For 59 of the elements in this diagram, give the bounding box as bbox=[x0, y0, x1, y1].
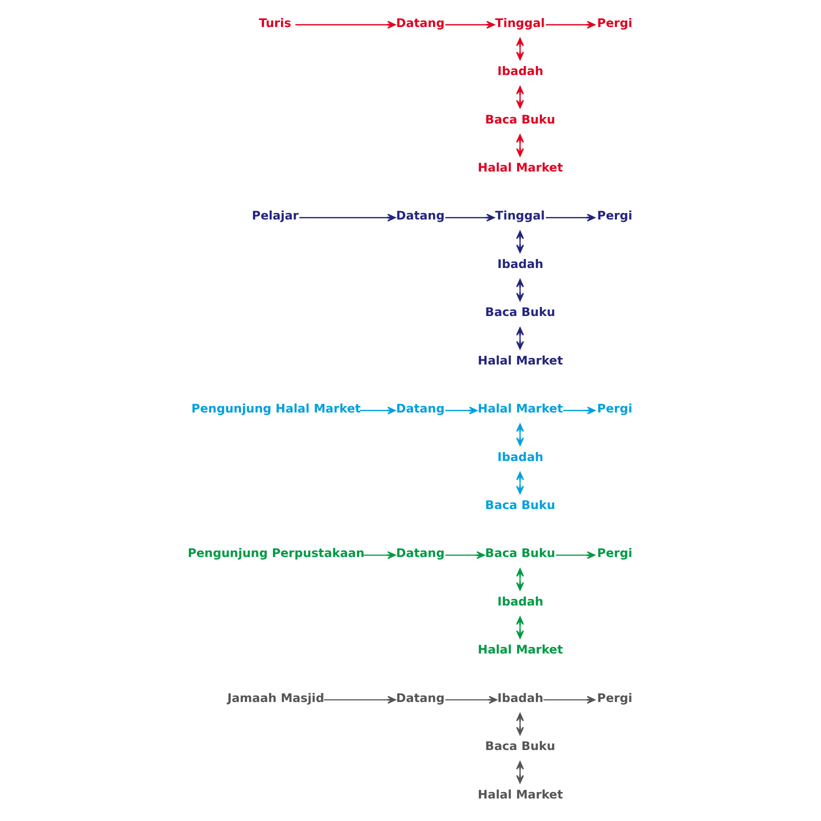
arrow bbox=[516, 424, 524, 446]
node-text: Baca Buku bbox=[484, 112, 555, 126]
arrow bbox=[444, 214, 494, 222]
arrow bbox=[516, 616, 524, 639]
arrow bbox=[516, 230, 524, 254]
arrow bbox=[516, 86, 524, 108]
arrow bbox=[444, 20, 494, 29]
node-text: Datang bbox=[396, 208, 444, 223]
arrow bbox=[542, 696, 595, 704]
arrow bbox=[444, 551, 484, 560]
arrow bbox=[298, 214, 396, 222]
node-text: Ibadah bbox=[496, 594, 543, 608]
node-text: Tinggal bbox=[494, 16, 544, 30]
node-text: Ibadah bbox=[496, 256, 543, 271]
node-text: Pergi bbox=[596, 402, 632, 416]
node-text: Ibadah bbox=[496, 64, 543, 78]
arrow bbox=[555, 551, 595, 560]
node-text: Baca Buku bbox=[484, 305, 555, 320]
node-text: Baca Buku bbox=[484, 739, 555, 754]
node-text: Datang bbox=[396, 402, 444, 416]
node-text: Ibadah bbox=[496, 690, 543, 705]
node-text: Halal Market bbox=[477, 353, 562, 368]
arrow bbox=[516, 761, 524, 784]
node-text: Halal Market bbox=[477, 402, 562, 416]
node-text: Pelajar bbox=[251, 208, 298, 223]
arrow bbox=[516, 278, 524, 302]
node-text: Datang bbox=[396, 546, 444, 560]
node-text: Baca Buku bbox=[484, 546, 555, 560]
node-text: Halal Market bbox=[477, 787, 562, 802]
arrow bbox=[363, 551, 396, 560]
node-text: Pergi bbox=[596, 690, 632, 705]
node-text: Halal Market bbox=[477, 642, 562, 657]
node-text: Jamaah Masjid bbox=[226, 690, 324, 705]
node-text: Halal Market bbox=[477, 160, 562, 174]
arrow bbox=[444, 696, 497, 704]
node-text: Ibadah bbox=[496, 450, 543, 464]
node-text: Tinggal bbox=[494, 208, 544, 223]
arrow bbox=[562, 406, 596, 414]
arrow bbox=[516, 472, 524, 494]
node-text: Datang bbox=[396, 690, 444, 705]
arrow bbox=[444, 406, 478, 414]
node-text: Datang bbox=[396, 16, 444, 30]
arrow bbox=[516, 568, 524, 591]
arrow bbox=[516, 134, 524, 157]
arrow bbox=[545, 20, 595, 29]
node-text: Pergi bbox=[596, 208, 632, 223]
node-text: Pergi bbox=[596, 546, 632, 560]
arrow bbox=[545, 214, 595, 222]
arrow bbox=[323, 696, 396, 704]
arrow bbox=[294, 20, 396, 29]
node-text: Baca Buku bbox=[484, 498, 555, 512]
arrow bbox=[516, 38, 524, 60]
node-text: Pergi bbox=[596, 16, 632, 30]
arrow bbox=[516, 327, 524, 350]
arrow bbox=[516, 712, 524, 736]
node-text: Turis bbox=[258, 16, 291, 30]
node-text: Pengunjung Halal Market bbox=[190, 402, 360, 416]
arrow bbox=[359, 406, 396, 414]
node-text: Pengunjung Perpustakaan bbox=[187, 546, 364, 560]
